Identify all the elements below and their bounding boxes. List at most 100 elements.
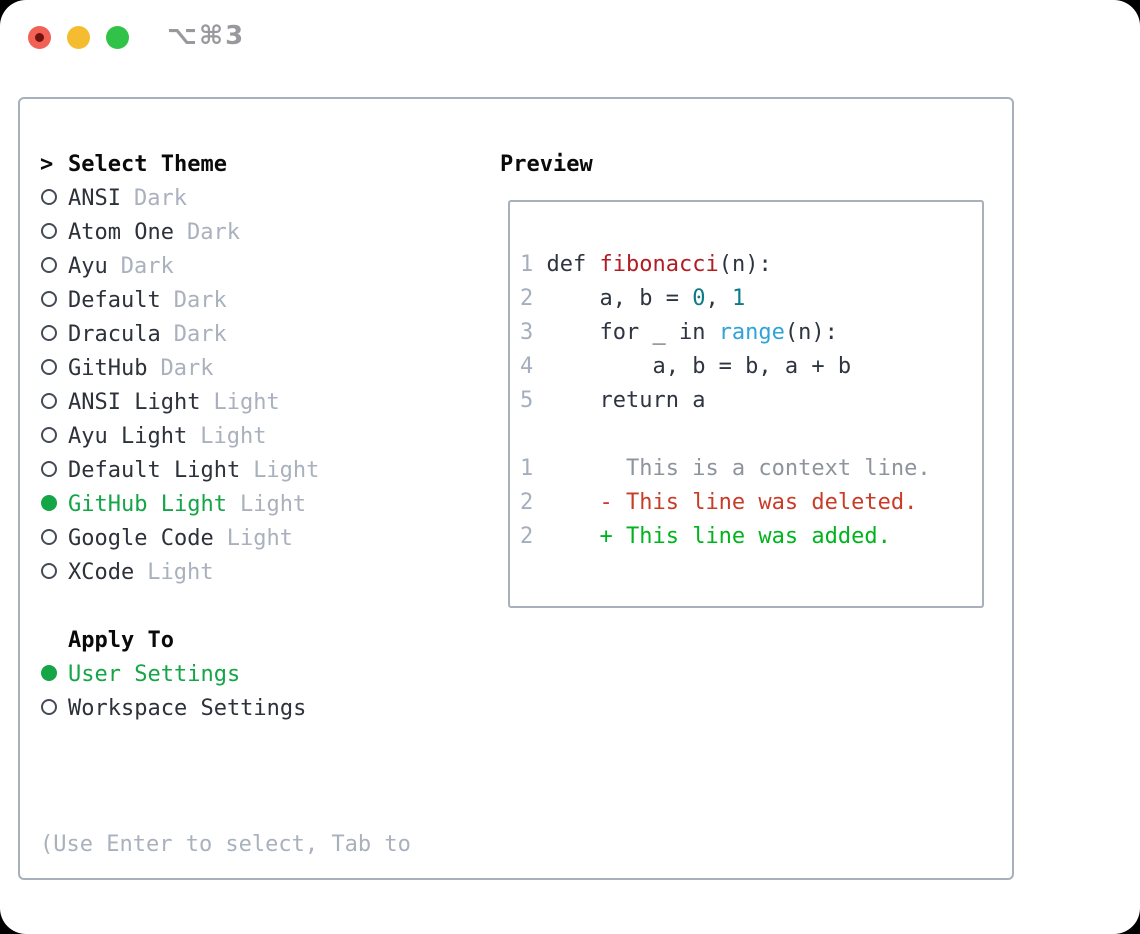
- hint-line-2: change focus): [40, 930, 498, 934]
- theme-option-label: Ayu: [68, 254, 108, 279]
- radio-icon: [40, 386, 68, 420]
- titlebar: ⌥⌘3: [0, 0, 1140, 97]
- code-segment: def: [546, 252, 600, 277]
- code-segment: return a: [546, 388, 706, 413]
- theme-variant-label: Light: [253, 458, 320, 483]
- code-segment: a, b =: [546, 286, 693, 311]
- radio-icon: [40, 216, 68, 250]
- hint-line-1: (Use Enter to select, Tab to: [40, 832, 411, 857]
- theme-option-default-light[interactable]: Default Light Light: [40, 454, 498, 488]
- theme-option-atom-one[interactable]: Atom One Dark: [40, 216, 498, 250]
- theme-variant-label: Light: [147, 560, 214, 585]
- minimize-button[interactable]: [67, 26, 90, 49]
- close-button[interactable]: [28, 26, 51, 49]
- theme-variant-label: Light: [239, 492, 307, 517]
- theme-option-label: XCode: [68, 560, 135, 585]
- apply-to-header: Apply To: [40, 624, 498, 658]
- radio-icon: [40, 692, 68, 726]
- preview-line: 4 a, b = b, a + b: [520, 350, 974, 384]
- preview-line: 1 def fibonacci(n):: [520, 248, 974, 282]
- theme-option-label: Google Code: [68, 526, 214, 551]
- select-theme-label: Select Theme: [68, 152, 227, 177]
- radio-icon: [40, 556, 68, 590]
- code-segment: fibonacci: [599, 252, 719, 277]
- radio-icon: [40, 182, 68, 216]
- theme-option-label: Dracula: [68, 322, 161, 347]
- line-number: 3: [520, 320, 547, 345]
- apply-option-workspace-settings[interactable]: Workspace Settings: [40, 692, 498, 726]
- window-title: ⌥⌘3: [167, 21, 246, 51]
- line-number: 2: [520, 524, 547, 549]
- preview-line: 5 return a: [520, 384, 974, 418]
- theme-option-label: Default: [68, 288, 161, 313]
- code-segment: 0: [692, 286, 706, 311]
- preview-line: 3 for _ in range(n):: [520, 316, 974, 350]
- radio-selected-icon: [40, 658, 68, 692]
- code-segment: a, b = b, a + b: [546, 354, 852, 379]
- theme-option-label: Atom One: [68, 220, 174, 245]
- theme-option-label: Default Light: [68, 458, 241, 483]
- preview-header: Preview: [498, 148, 1012, 182]
- code-segment: ,: [705, 286, 732, 311]
- preview-label: Preview: [500, 152, 593, 177]
- theme-option-github[interactable]: GitHub Dark: [40, 352, 498, 386]
- code-segment: range: [718, 320, 785, 345]
- theme-option-label: ANSI Light: [68, 390, 201, 415]
- radio-icon: [40, 284, 68, 318]
- preview-line: 1 This is a context line.: [520, 452, 974, 486]
- radio-icon: [40, 352, 68, 386]
- theme-variant-label: Dark: [173, 288, 227, 313]
- theme-option-label: GitHub: [68, 356, 148, 381]
- record-dot-icon: [35, 33, 44, 42]
- theme-variant-label: Dark: [173, 322, 227, 347]
- code-segment: - This line was deleted.: [546, 490, 918, 515]
- theme-option-github-light[interactable]: GitHub Light Light: [40, 488, 498, 522]
- line-number: 5: [520, 388, 547, 413]
- cursor-prefix: >: [40, 152, 54, 177]
- code-segment: (n):: [784, 320, 838, 345]
- line-number: 2: [520, 286, 547, 311]
- spacer: [40, 590, 498, 624]
- apply-option-label: User Settings: [68, 662, 241, 687]
- line-number: 1: [520, 252, 547, 277]
- zoom-button[interactable]: [106, 26, 129, 49]
- theme-variant-label: Light: [213, 390, 280, 415]
- theme-variant-label: Light: [226, 526, 293, 551]
- theme-variant-label: Dark: [186, 220, 240, 245]
- theme-option-ansi-light[interactable]: ANSI Light Light: [40, 386, 498, 420]
- traffic-lights: [28, 26, 129, 49]
- theme-option-label: ANSI: [68, 186, 121, 211]
- radio-icon: [40, 454, 68, 488]
- preview-column: Preview 1 def fibonacci(n):2 a, b = 0, 1…: [498, 99, 1012, 878]
- theme-option-default[interactable]: Default Dark: [40, 284, 498, 318]
- theme-option-google-code[interactable]: Google Code Light: [40, 522, 498, 556]
- theme-variant-label: Dark: [160, 356, 214, 381]
- line-number: 4: [520, 354, 547, 379]
- theme-option-label: GitHub Light: [68, 492, 227, 517]
- preview-line: 2 - This line was deleted.: [520, 486, 974, 520]
- preview-line: 2 a, b = 0, 1: [520, 282, 974, 316]
- radio-icon: [40, 522, 68, 556]
- apply-to-label: Apply To: [68, 628, 174, 653]
- radio-selected-icon: [40, 488, 68, 522]
- code-segment: (n):: [718, 252, 772, 277]
- code-segment: 1: [731, 286, 746, 311]
- apply-option-label: Workspace Settings: [68, 696, 307, 721]
- line-number: 1: [520, 456, 547, 481]
- theme-variant-label: Light: [200, 424, 267, 449]
- radio-icon: [40, 420, 68, 454]
- radio-icon: [40, 318, 68, 352]
- theme-option-dracula[interactable]: Dracula Dark: [40, 318, 498, 352]
- preview-line: [520, 418, 974, 452]
- theme-option-xcode[interactable]: XCode Light: [40, 556, 498, 590]
- select-theme-header: > Select Theme: [40, 148, 498, 182]
- apply-option-user-settings[interactable]: User Settings: [40, 658, 498, 692]
